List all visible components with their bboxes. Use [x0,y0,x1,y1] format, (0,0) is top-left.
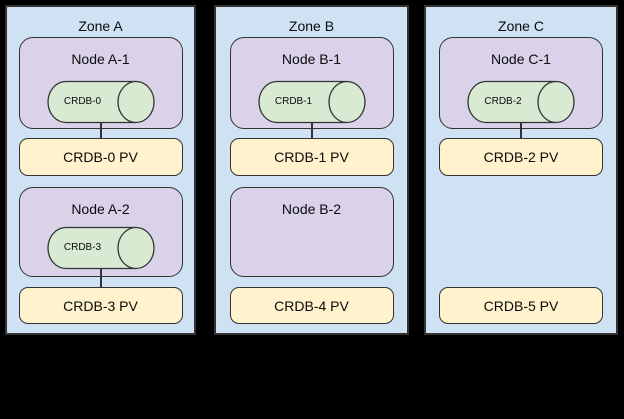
pv-label: CRDB-0 PV [63,149,138,165]
zone-a: Zone A Node A-1 CRDB-0 CRDB-0 PV Node A-… [5,5,196,335]
pod-label: CRDB-1 [274,96,313,107]
zone-title: Zone B [288,18,335,34]
cylinder-icon [46,226,155,270]
pv-crdb-5: CRDB-5 PV [439,287,603,324]
pod-crdb-3: CRDB-3 [46,226,155,270]
pod-pv-connector-line [520,123,522,138]
zone-title: Zone C [498,18,544,34]
cylinder-icon [467,80,575,124]
node-label: Node C-1 [491,51,551,67]
pv-crdb-4: CRDB-4 PV [229,287,394,324]
pv-label: CRDB-1 PV [274,149,349,165]
pv-label: CRDB-2 PV [483,149,559,165]
node-label: Node B-1 [281,51,342,67]
pod-label: CRDB-0 [63,96,102,107]
pod-pv-connector-line [99,123,102,138]
pod-crdb-0: CRDB-0 [46,80,155,124]
pod-crdb-1: CRDB-1 [257,80,366,124]
pod-pv-connector-line [99,269,102,287]
pv-crdb-0: CRDB-0 PV [18,138,183,176]
node-c-1: Node C-1 CRDB-2 [439,37,603,129]
pod-label: CRDB-2 [484,96,522,107]
pod-label: CRDB-3 [63,242,102,253]
node-a-1: Node A-1 CRDB-0 [18,37,183,129]
pv-label: CRDB-3 PV [63,297,138,314]
pv-crdb-1: CRDB-1 PV [229,138,394,176]
node-b-2: Node B-2 [229,187,394,277]
cylinder-icon [46,80,155,124]
zone-c: Zone C Node C-1 CRDB-2 CRDB-2 PV CRDB-5 … [424,5,618,335]
pv-crdb-2: CRDB-2 PV [439,138,603,176]
node-label: Node B-2 [281,201,342,217]
node-label: Node A-2 [71,201,130,217]
pod-crdb-2: CRDB-2 [467,80,575,124]
pod-pv-connector-line [310,123,313,138]
zone-title: Zone A [78,18,123,34]
pv-label: CRDB-4 PV [274,297,349,314]
zone-b: Zone B Node B-1 CRDB-1 CRDB-1 PV Node B-… [214,5,409,335]
cylinder-icon [257,80,366,124]
node-label: Node A-1 [71,51,130,67]
node-b-1: Node B-1 CRDB-1 [229,37,394,129]
node-a-2: Node A-2 CRDB-3 [18,187,183,277]
pv-label: CRDB-5 PV [483,297,559,314]
pv-crdb-3: CRDB-3 PV [18,287,183,324]
